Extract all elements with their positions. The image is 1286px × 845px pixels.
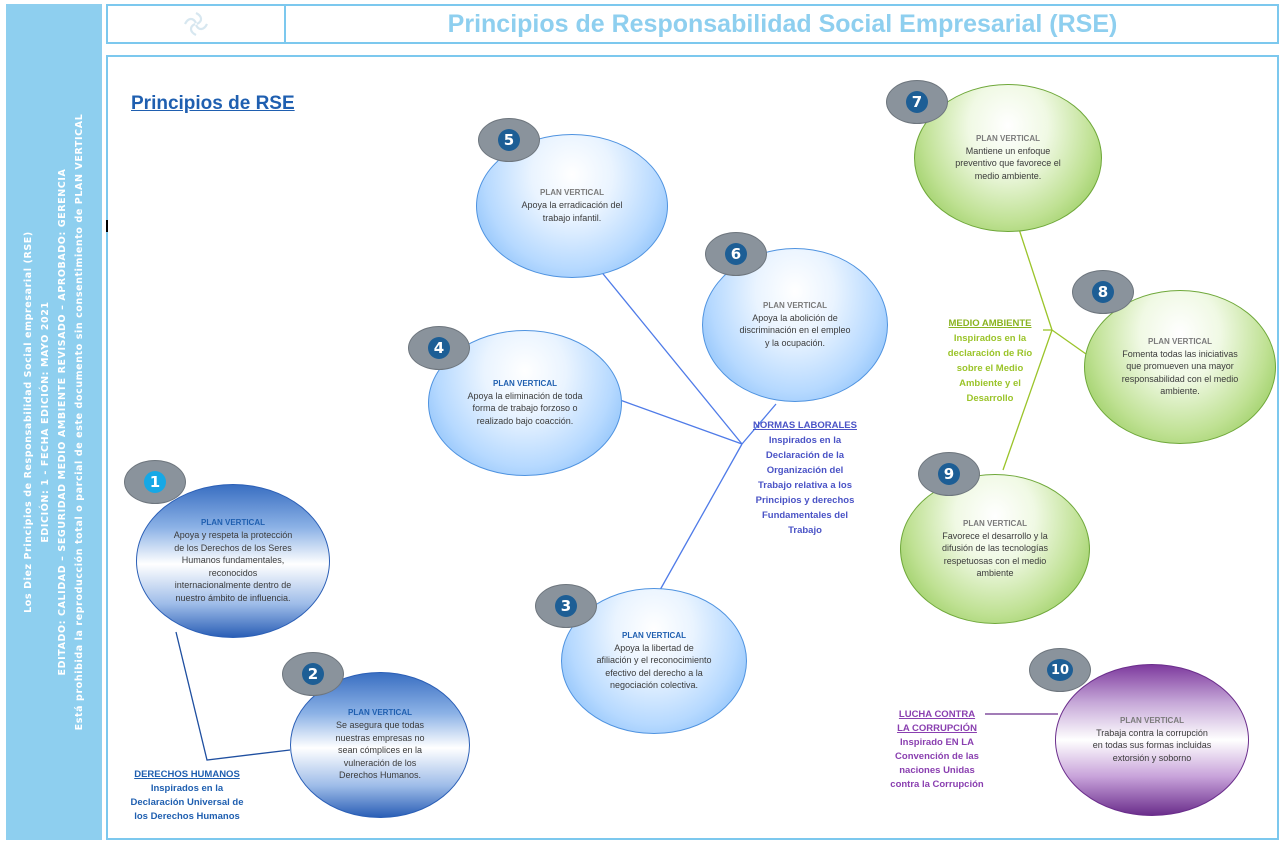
principle-8-badge: 8 — [1072, 270, 1134, 314]
category-normas-laborales: NORMAS LABORALES Inspirados en la Declar… — [735, 418, 875, 538]
category-lucha-corrupcion: LUCHA CONTRA LA CORRUPCIÓN Inspirado EN … — [872, 708, 1002, 792]
principle-number: 2 — [302, 663, 324, 685]
header: Principios de Responsabilidad Social Emp… — [106, 4, 1279, 44]
sidebar-banner: Los Diez Principios de Responsabilidad S… — [6, 4, 102, 840]
principle-text: Mantiene un enfoque preventivo que favor… — [955, 145, 1061, 181]
category-line: Trabajo — [788, 525, 822, 536]
category-line: sobre el Medio — [956, 363, 1024, 374]
principle-9-badge: 9 — [918, 452, 980, 496]
company-logo-icon — [184, 12, 208, 36]
principle-title: PLAN VERTICAL — [540, 188, 604, 197]
header-title: Principios de Responsabilidad Social Emp… — [447, 9, 1118, 38]
principle-10-bubble: PLAN VERTICAL Trabaja contra la corrupci… — [1055, 664, 1249, 816]
category-line: declaración de Río — [947, 348, 1033, 359]
margin-mark — [106, 220, 108, 232]
principle-number: 7 — [906, 91, 928, 113]
category-line: los Derechos Humanos — [134, 811, 240, 822]
category-line: naciones Unidas — [899, 765, 975, 776]
principle-text: Apoya la libertad de afiliación y el rec… — [596, 642, 712, 691]
principle-9-bubble: PLAN VERTICAL Favorece el desarrollo y l… — [900, 474, 1090, 624]
principle-3-badge: 3 — [535, 584, 597, 628]
category-derechos-humanos: DERECHOS HUMANOS Inspirados en la Declar… — [112, 768, 262, 824]
principle-text: Favorece el desarrollo y la difusión de … — [941, 530, 1049, 579]
page-heading: Principios de RSE — [131, 93, 295, 114]
principle-text: Apoya la abolición de discriminación en … — [739, 312, 851, 348]
category-title: NORMAS LABORALES — [753, 420, 857, 431]
principle-text: Trabaja contra la corrupción en todas su… — [1092, 727, 1212, 763]
principle-number: 8 — [1092, 281, 1114, 303]
principle-title: PLAN VERTICAL — [348, 708, 412, 718]
principle-text: Se asegura que todas nuestras empresas n… — [335, 720, 425, 781]
category-line: Convención de las — [895, 751, 979, 762]
category-line: Inspirados en la — [953, 333, 1027, 344]
connector-6 — [741, 403, 777, 445]
principle-title: PLAN VERTICAL — [493, 378, 557, 388]
principle-number: 9 — [938, 463, 960, 485]
connector-8 — [1051, 329, 1087, 355]
logo-box — [108, 6, 286, 42]
principle-number: 5 — [498, 129, 520, 151]
principle-5-badge: 5 — [478, 118, 540, 162]
diagram-frame — [106, 55, 1279, 840]
principle-text: Apoya la erradicación del trabajo infant… — [521, 200, 623, 223]
principle-number: 1 — [144, 471, 166, 493]
principle-1-badge: 1 — [124, 460, 186, 504]
principle-8-bubble: PLAN VERTICAL Fomenta todas las iniciati… — [1084, 290, 1276, 444]
category-line: Fundamentales del — [761, 510, 849, 521]
connector-7 — [1017, 225, 1053, 331]
category-line: Ambiente y el — [959, 378, 1021, 389]
principle-2-bubble: PLAN VERTICAL Se asegura que todas nuest… — [290, 672, 470, 818]
category-line: contra la Corrupción — [890, 779, 984, 790]
principle-6-badge: 6 — [705, 232, 767, 276]
principle-number: 4 — [428, 337, 450, 359]
principle-title: PLAN VERTICAL — [1148, 336, 1212, 346]
principle-number: 6 — [725, 243, 747, 265]
principle-title: PLAN VERTICAL — [976, 133, 1040, 143]
principle-2-badge: 2 — [282, 652, 344, 696]
category-title: LUCHA CONTRA — [898, 709, 976, 720]
principle-number: 3 — [555, 595, 577, 617]
category-title: DERECHOS HUMANOS — [134, 769, 240, 780]
category-line: Principios y derechos — [755, 495, 855, 506]
connector-5 — [594, 263, 743, 445]
principle-10-badge: 10 — [1029, 648, 1091, 692]
principle-title: PLAN VERTICAL — [963, 518, 1027, 528]
connector-dh — [175, 631, 291, 761]
principle-text: Fomenta todas las iniciativas que promue… — [1121, 348, 1239, 397]
category-line: Inspirados en la — [150, 783, 224, 794]
principle-7-badge: 7 — [886, 80, 948, 124]
principle-title: PLAN VERTICAL — [763, 300, 827, 310]
principle-title: PLAN VERTICAL — [201, 518, 265, 527]
category-medio-ambiente: MEDIO AMBIENTE Inspirados en la declarac… — [930, 316, 1050, 406]
principle-title: PLAN VERTICAL — [1120, 715, 1184, 725]
connector-3 — [659, 443, 743, 591]
principle-text: Apoya la eliminación de toda forma de tr… — [467, 390, 583, 426]
category-line: Declaración Universal de — [130, 797, 244, 808]
principle-title: PLAN VERTICAL — [622, 630, 686, 640]
principle-1-bubble: PLAN VERTICAL Apoya y respeta la protecc… — [136, 484, 330, 638]
category-line: Desarrollo — [966, 393, 1014, 404]
category-line: Inspirados en la — [768, 435, 842, 446]
category-line: Declaración de la — [765, 450, 845, 461]
connector-4 — [619, 399, 743, 445]
category-title: LA CORRUPCIÓN — [897, 723, 977, 734]
category-line: Inspirado EN LA — [900, 737, 974, 748]
category-line: Trabajo relativa a los — [758, 480, 852, 491]
principle-4-bubble: PLAN VERTICAL Apoya la eliminación de to… — [428, 330, 622, 476]
category-title: MEDIO AMBIENTE — [948, 318, 1032, 329]
connector-9 — [1002, 329, 1053, 471]
principle-text: Apoya y respeta la protección de los Der… — [173, 530, 293, 603]
principle-number: 10 — [1047, 659, 1073, 681]
category-line: Organización del — [766, 465, 844, 476]
principle-4-badge: 4 — [408, 326, 470, 370]
